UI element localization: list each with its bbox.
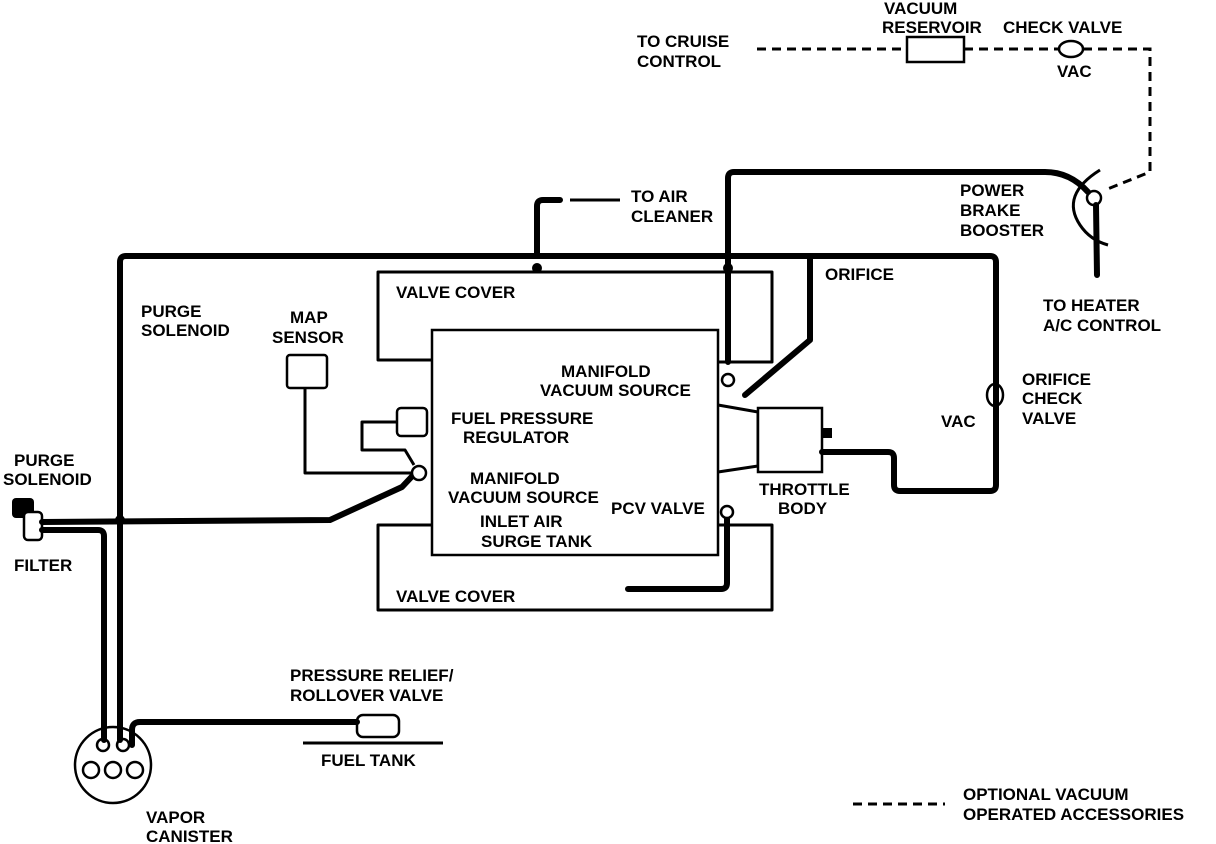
canister-port-1 — [81, 760, 101, 780]
label-orifice: ORIFICE — [825, 265, 894, 284]
label-valve-cover-bottom: VALVE COVER — [396, 587, 515, 606]
manifold-port-lower — [410, 464, 428, 482]
label-purge-solenoid-inner: PURGE SOLENOID — [141, 302, 230, 340]
hose-fpr — [360, 420, 416, 466]
dash-check-booster — [1083, 47, 1152, 192]
label-map-sensor: MAP SENSOR — [272, 308, 344, 347]
manifold-port-upper — [720, 372, 736, 388]
label-filter: FILTER — [14, 556, 72, 575]
legend-label: OPTIONAL VACUUM OPERATED ACCESSORIES — [963, 785, 1184, 824]
junction-air-cleaner — [532, 263, 542, 273]
label-purge-solenoid-left: PURGE SOLENOID — [3, 451, 92, 489]
pcv-port — [719, 504, 735, 520]
hose-purge — [39, 467, 421, 525]
label-check-valve: CHECK VALVE — [1003, 18, 1122, 37]
label-valve-cover-top: VALVE COVER — [396, 283, 515, 302]
label-vapor-canister: VAPOR CANISTER — [146, 808, 233, 844]
hose-heater-ac — [1093, 202, 1100, 278]
label-vac-top: VAC — [1057, 62, 1092, 81]
map-sensor — [285, 353, 329, 390]
label-inlet-air-surge-tank: INLET AIR SURGE TANK — [480, 512, 593, 551]
hose-brake-booster — [725, 169, 1091, 365]
fuel-pressure-regulator — [395, 406, 429, 438]
surge-tank — [430, 328, 720, 557]
canister-port-2 — [103, 760, 123, 780]
label-orifice-check-valve: ORIFICE CHECK VALVE — [1022, 370, 1096, 428]
hose-orifice — [742, 253, 813, 398]
label-vacuum-reservoir: VACUUM RESERVOIR — [882, 0, 982, 37]
hose-filter-canister — [39, 527, 107, 743]
junction-manifold-upper — [723, 263, 733, 273]
label-manifold-vacuum-upper: MANIFOLD VACUUM SOURCE — [540, 362, 691, 400]
hose-map-sensor — [303, 388, 414, 475]
label-to-air-cleaner: TO AIR CLEANER — [631, 187, 713, 226]
filter — [22, 510, 44, 542]
label-throttle-body: THROTTLE BODY — [759, 480, 854, 518]
label-pcv-valve: PCV VALVE — [611, 499, 705, 518]
valve-cover-top-outline — [376, 270, 774, 364]
label-vac-right: VAC — [941, 412, 976, 431]
label-to-heater-ac: TO HEATER A/C CONTROL — [1043, 296, 1161, 335]
hose-pcv — [625, 512, 730, 592]
canister-port-3 — [125, 760, 145, 780]
throttle-body — [756, 406, 824, 474]
label-fuel-pressure-regulator: FUEL PRESSURE REGULATOR — [451, 409, 598, 447]
vacuum-reservoir — [905, 35, 966, 64]
label-manifold-vacuum-lower: MANIFOLD VACUUM SOURCE — [448, 469, 599, 507]
check-valve — [1057, 39, 1085, 59]
valve-cover-bottom-outline — [376, 523, 774, 612]
hose-main-top — [117, 253, 999, 523]
label-fuel-tank: FUEL TANK — [321, 751, 416, 770]
throttle-body-neck — [717, 403, 760, 474]
rollover-valve — [355, 713, 401, 739]
throttle-body-port — [822, 428, 832, 438]
label-pressure-relief: PRESSURE RELIEF/ ROLLOVER VALVE — [290, 666, 458, 705]
label-to-cruise-control: TO CRUISE CONTROL — [637, 32, 734, 71]
label-power-brake-booster: POWER BRAKE BOOSTER — [960, 181, 1044, 240]
hose-canister-tank — [129, 719, 360, 748]
hose-air-cleaner — [534, 197, 563, 259]
